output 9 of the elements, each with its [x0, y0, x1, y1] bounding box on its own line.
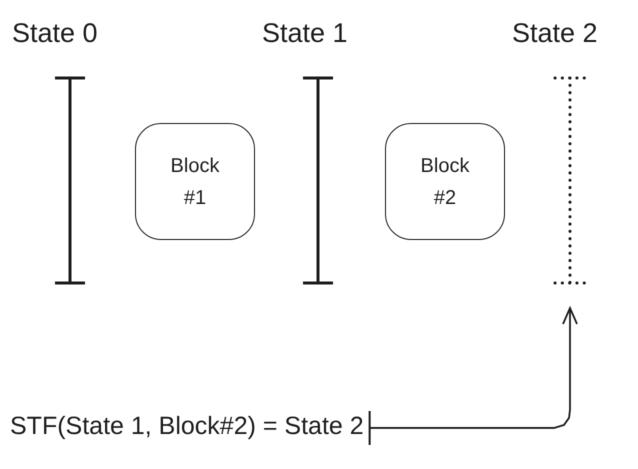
block-label: Block #1 — [170, 154, 220, 210]
state-label: State 1 — [262, 18, 348, 49]
arrow — [368, 307, 578, 446]
block-label: Block #2 — [420, 154, 470, 210]
block-box — [385, 123, 505, 240]
block-box — [135, 123, 255, 240]
formula-text: STF(State 1, Block#2) = State 2 — [10, 412, 364, 441]
state-label: State 0 — [12, 18, 98, 49]
state-label: State 2 — [512, 18, 598, 49]
